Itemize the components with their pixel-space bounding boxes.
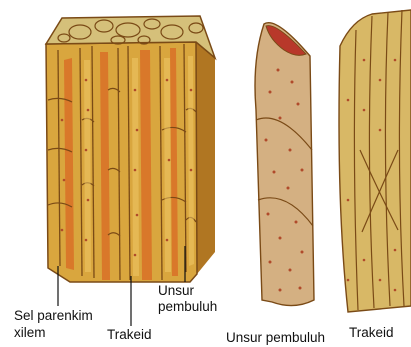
vessel-element-cell xyxy=(255,23,314,306)
block-side-face xyxy=(196,42,215,274)
vessel-body xyxy=(255,23,314,306)
orange-channel-3 xyxy=(140,50,152,280)
label-vessel-block-line1: Unsur xyxy=(158,283,195,298)
xylem-tissue-block xyxy=(46,16,215,282)
label-vessel-block-line2: pembuluh xyxy=(158,299,217,314)
label-tracheid-cell: Trakeid xyxy=(349,325,394,340)
tracheid-cells xyxy=(339,10,411,312)
label-parenchyma-line2: xilem xyxy=(14,325,46,340)
label-tracheid-block: Trakeid xyxy=(107,327,152,342)
label-parenchyma-line1: Sel parenkim xyxy=(14,308,93,323)
label-vessel-element: Unsur pembuluh xyxy=(226,330,325,345)
